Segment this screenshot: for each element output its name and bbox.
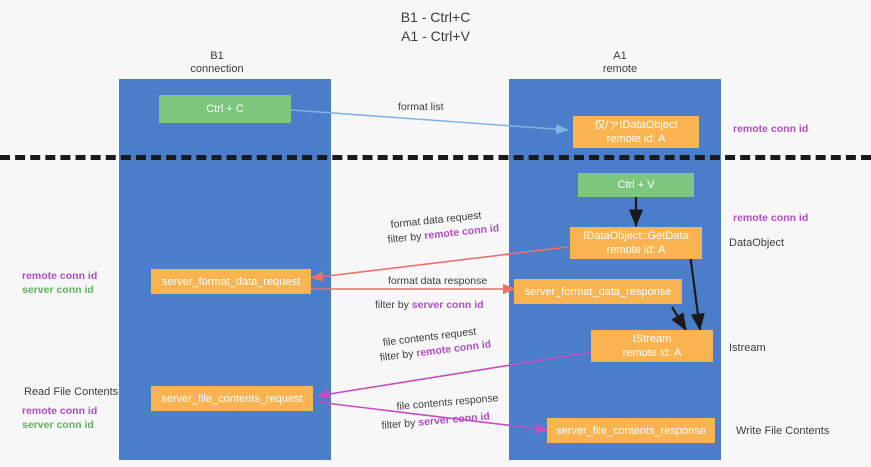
column-header-b1-name: B1 [210, 50, 224, 62]
annotation-dataobject: DataObject [729, 237, 785, 249]
node-getdata-line-2: remote id: A [606, 244, 666, 256]
node-istream-line-1: IStream [632, 333, 672, 345]
edge-label-format-list: format list [398, 101, 444, 113]
node-server-file-contents-request-label: server_file_contents_request [161, 392, 303, 405]
filter-key-server-conn-id: server conn id [417, 410, 491, 429]
node-idataobject-line-1: 仅/ァIDataObject [594, 119, 678, 131]
title-line-2: A1 - Ctrl+V [401, 28, 470, 44]
column-header-a1-subtitle: remote [602, 63, 638, 75]
annotation-read-file-contents: Read File Contents [24, 386, 119, 398]
diagram-title: B1 - Ctrl+C A1 - Ctrl+V [0, 8, 871, 46]
node-server-file-contents-request[interactable]: server_file_contents_request [151, 386, 313, 411]
node-ctrl-c[interactable]: Ctrl + C [159, 95, 291, 123]
node-server-file-contents-response[interactable]: server_file_contents_response [547, 418, 715, 443]
annotation-left-remote-conn-id-bottom: remote conn id [22, 405, 98, 417]
column-header-a1: A1 remote [540, 50, 700, 76]
annotation-istream: Istream [729, 342, 766, 354]
node-istream[interactable]: IStream remote id: A [591, 330, 713, 362]
column-header-b1-subtitle: connection [190, 63, 244, 75]
column-header-a1-name: A1 [613, 50, 627, 62]
filter-prefix: filter by [387, 230, 425, 246]
node-getdata-line-1: IDataObject::GetData [583, 230, 689, 242]
filter-prefix: filter by [381, 416, 419, 432]
node-idataobject[interactable]: 仅/ァIDataObject remote id: A [573, 116, 699, 148]
annotation-left-remote-conn-id-mid: remote conn id [22, 270, 98, 282]
annotation-write-file-contents: Write File Contents [736, 425, 830, 437]
node-server-format-data-response[interactable]: server_format_data_response [514, 279, 682, 304]
edge-label-format-data-response: format data response [388, 275, 488, 287]
node-ctrl-v[interactable]: Ctrl + V [578, 173, 694, 197]
node-server-format-data-request[interactable]: server_format_data_request [151, 269, 311, 294]
node-ctrl-c-label: Ctrl + C [206, 103, 244, 115]
node-idataobject-line-2: remote id: A [606, 133, 666, 145]
node-server-format-data-response-label: server_format_data_response [524, 285, 672, 298]
annotation-left-server-conn-id-mid: server conn id [22, 284, 94, 296]
node-server-format-data-request-label: server_format_data_request [161, 275, 301, 288]
node-idataobject-getdata[interactable]: IDataObject::GetData remote id: A [570, 227, 702, 259]
annotation-left-server-conn-id-bottom: server conn id [22, 419, 94, 431]
section-divider [0, 155, 871, 160]
title-line-1: B1 - Ctrl+C [400, 9, 471, 25]
annotation-remote-conn-id-mid: remote conn id [733, 212, 809, 224]
node-ctrl-v-label: Ctrl + V [617, 179, 655, 191]
filter-key-server-conn-id: server conn id [411, 299, 484, 311]
node-server-file-contents-response-label: server_file_contents_response [556, 424, 706, 437]
filter-prefix: filter by [379, 347, 418, 364]
edge-label-format-data-response-filter: filter by server conn id [375, 298, 484, 312]
column-header-b1: B1 connection [137, 50, 297, 76]
annotation-remote-conn-id-top: remote conn id [733, 123, 809, 135]
node-istream-line-2: remote id: A [622, 347, 682, 359]
filter-prefix: filter by [375, 299, 412, 311]
